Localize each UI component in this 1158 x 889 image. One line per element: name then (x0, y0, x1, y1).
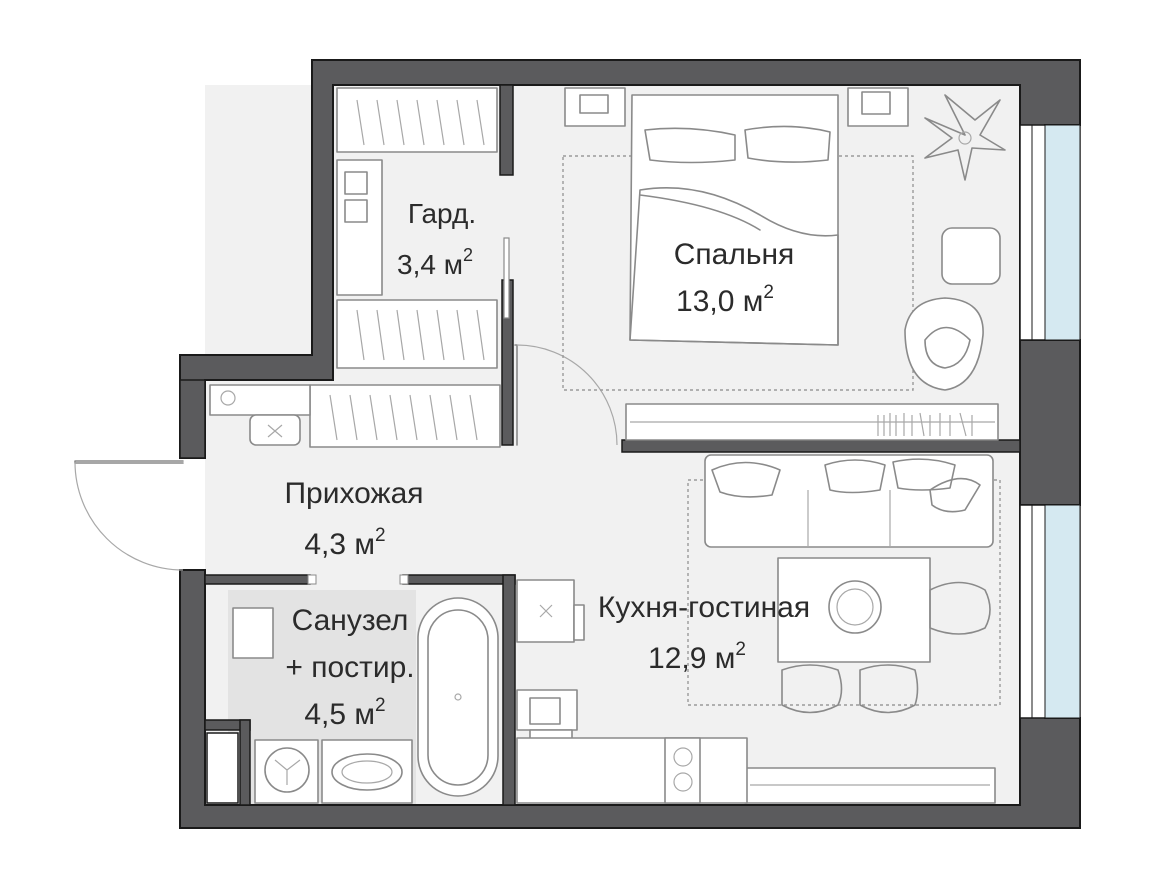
wall-bath-right (502, 574, 516, 806)
kitchen-living-name: Кухня-гостиная (598, 591, 810, 624)
wardrobe-furniture (209, 87, 501, 448)
bedroom-furniture (562, 87, 1006, 441)
wardrobe-sliding-door (503, 237, 510, 319)
room-labels: Гард. 3,4 м2 Спальня 13,0 м2 Прихожая 4,… (284, 198, 810, 731)
dining-table (777, 557, 931, 663)
armchair (904, 297, 984, 391)
living-furniture (687, 454, 1001, 804)
kitchen-furniture (516, 579, 748, 804)
bathroom-name-1: Санузел (292, 604, 409, 637)
bedroom-name: Спальня (674, 238, 795, 271)
wardrobe-name: Гард. (408, 198, 476, 229)
wall-shaft-b (239, 719, 251, 806)
wardrobe-area: 3,4 м2 (397, 245, 473, 280)
doors (74, 237, 618, 585)
hallway-area: 4,3 м2 (304, 525, 385, 561)
hallway-name: Прихожая (284, 477, 423, 510)
entry-door (74, 460, 184, 464)
plant-icon (924, 94, 1006, 181)
sofa (704, 454, 994, 548)
wall-bath-top-left (204, 574, 311, 585)
wall-bath-top-right (402, 574, 516, 585)
shaft (206, 732, 239, 804)
bedroom-area: 13,0 м2 (676, 282, 774, 318)
wall-bedroom-bottom (621, 439, 1021, 453)
wall-wardrobe-right-top (499, 84, 514, 176)
bathroom-area: 4,5 м2 (304, 695, 385, 731)
bathroom-name-2: + постир. (285, 651, 414, 684)
kitchen-living-area: 12,9 м2 (648, 639, 746, 675)
bathroom-furniture (232, 597, 499, 804)
wall-pier-mid (1019, 339, 1081, 506)
wall-entry-left-top (179, 379, 206, 459)
windows (1019, 124, 1081, 719)
